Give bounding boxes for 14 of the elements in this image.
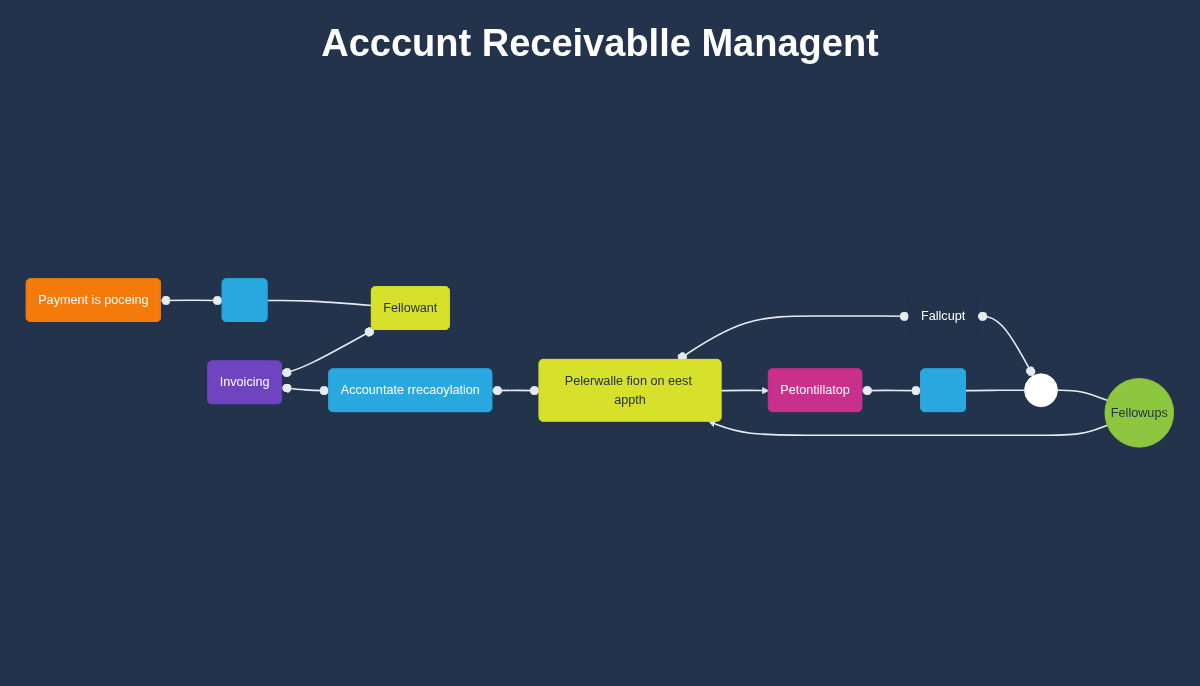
- connector: [266, 299, 373, 307]
- diagram-title: Acccunt Receivablle Managent: [320, 22, 880, 65]
- connector: [491, 385, 541, 396]
- arrow: [720, 387, 770, 395]
- node-text: Fallcupt: [920, 308, 966, 323]
- node-circle: Fellowups: [1104, 378, 1175, 448]
- connector: [861, 385, 922, 396]
- connector: [281, 327, 375, 378]
- connector: [1056, 389, 1108, 402]
- node-circle: [1024, 373, 1058, 408]
- connector: [160, 295, 224, 306]
- connector: [965, 389, 1026, 392]
- connector: [976, 311, 1036, 377]
- arrow: [708, 420, 1108, 437]
